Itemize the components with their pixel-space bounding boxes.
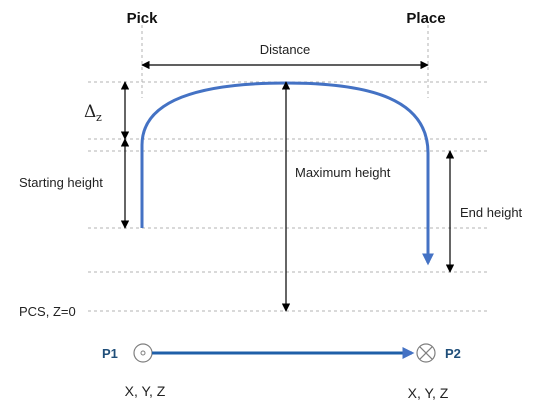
distance-label: Distance xyxy=(260,42,311,57)
p1-coordinates: X, Y, Z xyxy=(125,383,166,399)
maximum-height-label: Maximum height xyxy=(295,165,391,180)
p2-marker-icon xyxy=(416,343,436,363)
pcs-label: PCS, Z=0 xyxy=(19,304,76,319)
starting-height-label: Starting height xyxy=(19,175,103,190)
p1-marker-icon xyxy=(133,343,153,363)
end-height-label: End height xyxy=(460,205,523,220)
p1-label: P1 xyxy=(102,346,118,361)
delta-z-symbol: Δ xyxy=(84,102,96,122)
p2-coordinates: X, Y, Z xyxy=(408,385,449,401)
p2-label: P2 xyxy=(445,346,461,361)
place-label: Place xyxy=(406,10,445,27)
pick-label: Pick xyxy=(127,10,159,27)
delta-z-subscript: z xyxy=(96,111,102,124)
